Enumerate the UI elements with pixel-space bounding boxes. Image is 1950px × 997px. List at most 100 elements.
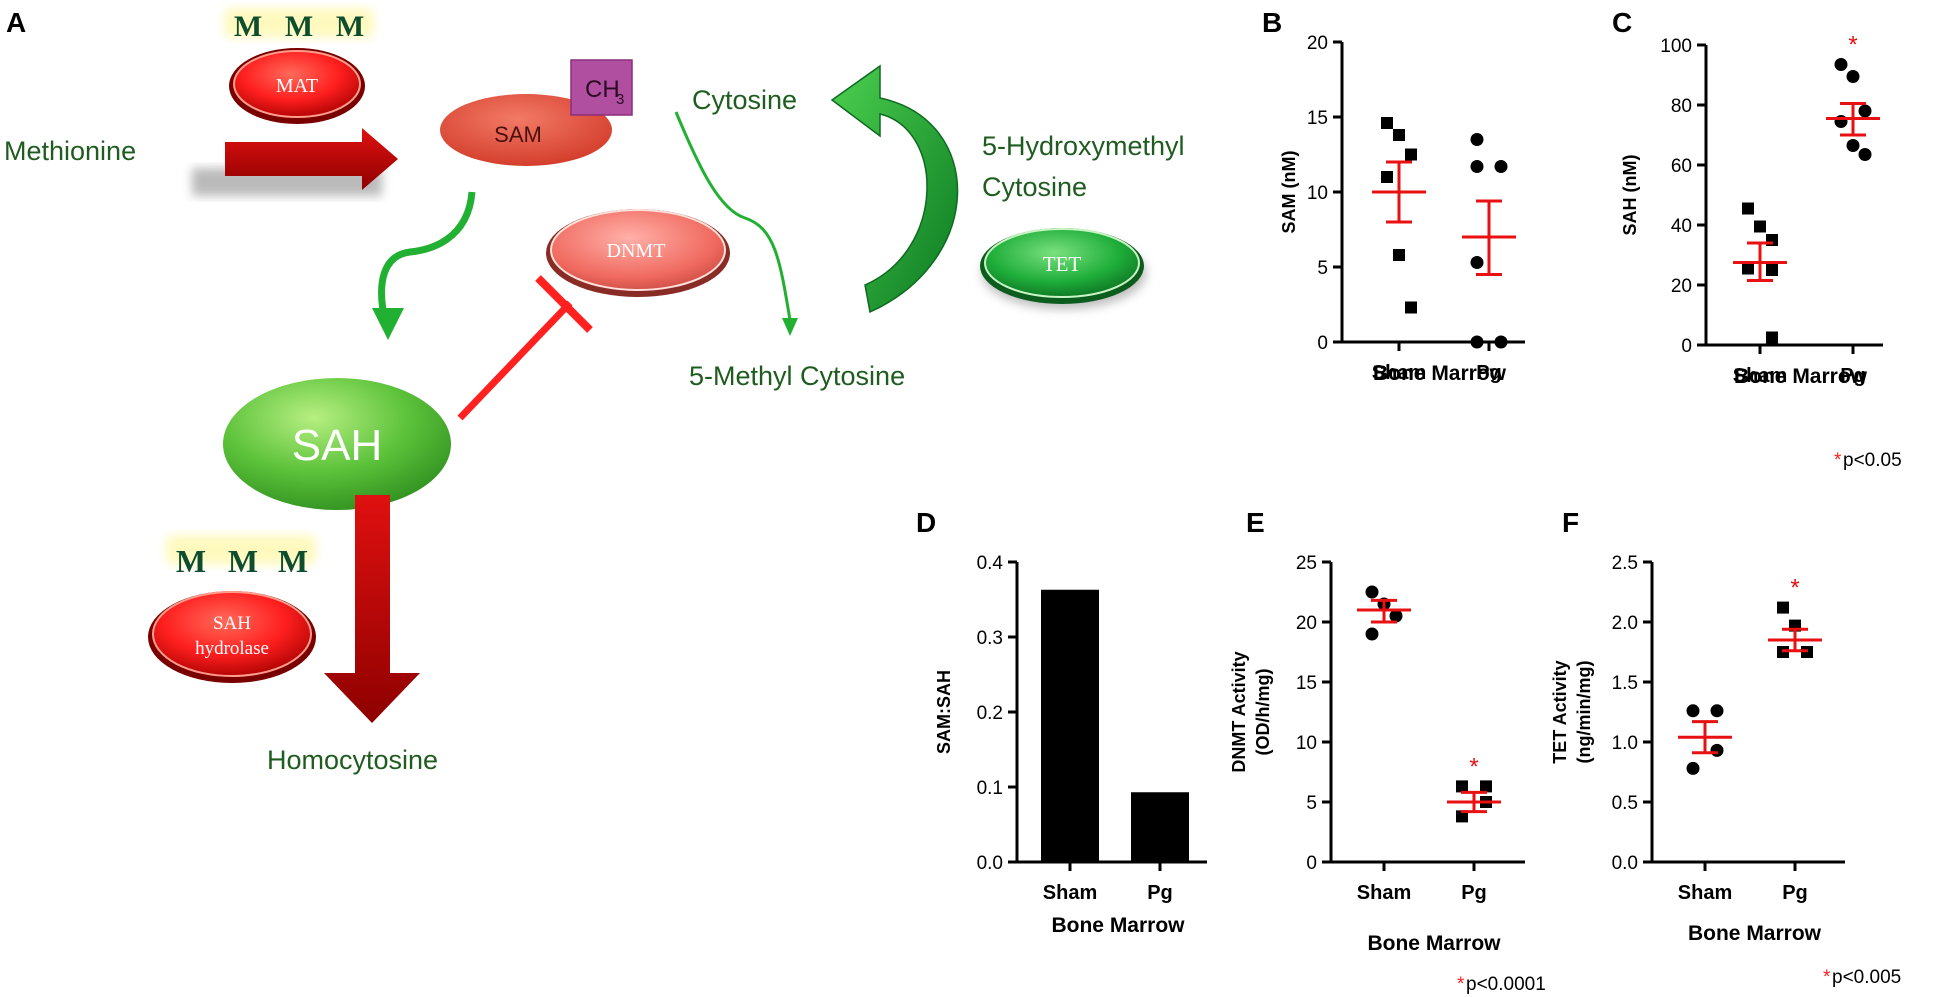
footnote-star: * <box>1457 974 1465 995</box>
methionine-label: Methionine <box>4 136 136 166</box>
sah-hydrolase-enzyme: SAH hydrolase <box>148 591 316 683</box>
data-point <box>1389 609 1403 623</box>
data-point <box>1766 331 1778 344</box>
data-point <box>1381 117 1393 129</box>
data-point <box>1494 160 1508 173</box>
m-letter: M <box>176 543 206 579</box>
panel-label-f: F <box>1562 507 1579 538</box>
y-axis-title: TET Activity <box>1550 660 1570 763</box>
panel-label-d: D <box>916 507 936 538</box>
data-point <box>1846 70 1860 83</box>
x-axis-title: Bone Marrow <box>1688 922 1822 945</box>
data-point <box>1834 58 1848 71</box>
x-tick-label: Pg <box>1782 882 1808 904</box>
data-point <box>1456 810 1468 823</box>
x-tick-label: Sham <box>1678 882 1732 904</box>
data-point <box>1766 264 1778 276</box>
sam-body <box>440 94 612 166</box>
panel-label-e: E <box>1246 507 1265 538</box>
tet-label: TET <box>1043 252 1082 276</box>
significance-star: * <box>1848 32 1857 59</box>
y-tick-label: 25 <box>1296 553 1317 574</box>
footnote-star: * <box>1823 967 1831 988</box>
y-tick-label: 0.5 <box>1612 793 1638 814</box>
y-tick-label: 60 <box>1671 156 1692 177</box>
x-tick-label: Pg <box>1476 362 1502 384</box>
y-axis-title: SAM (nM) <box>1279 151 1299 234</box>
sah-label: SAH <box>292 421 382 470</box>
x-axis-title: Bone Marrow <box>1051 914 1185 937</box>
y-tick-label: 0.3 <box>977 628 1003 649</box>
y-tick-label: 10 <box>1307 183 1328 204</box>
x-tick-label: Sham <box>1357 882 1411 904</box>
y-tick-label: 20 <box>1307 33 1328 54</box>
mmm-bottom-glow <box>166 535 316 565</box>
x-tick-label: Pg <box>1147 882 1173 904</box>
footnote-star: * <box>1834 450 1842 471</box>
data-point <box>1480 780 1492 793</box>
x-tick-label: Pg <box>1840 365 1866 387</box>
x-axis-title: Bone Marrow <box>1367 932 1501 955</box>
y-tick-label: 80 <box>1671 96 1692 117</box>
y-tick-label: 20 <box>1671 276 1692 297</box>
data-point <box>1686 761 1700 775</box>
y-axis-title: SAH (nM) <box>1620 155 1640 236</box>
x-tick-label: Sham <box>1043 882 1097 904</box>
arrow-sam-to-sah <box>378 191 476 326</box>
y-tick-label: 0.2 <box>977 703 1003 724</box>
data-point <box>1858 148 1872 161</box>
hmc-label-line1: 5-Hydroxymethyl <box>982 131 1185 161</box>
dnmt-body <box>550 209 726 291</box>
x-tick-label: Pg <box>1461 882 1487 904</box>
data-point <box>1405 148 1417 161</box>
mmm-bottom: M M M <box>166 535 316 579</box>
y-tick-label: 0 <box>1317 333 1328 354</box>
data-point <box>1365 627 1379 641</box>
sah-body <box>223 378 451 510</box>
tet-enzyme: TET <box>980 228 1146 309</box>
y-tick-label: 15 <box>1296 673 1317 694</box>
data-point <box>1686 704 1700 718</box>
methyl-cytosine-label: 5-Methyl Cytosine <box>689 361 905 391</box>
sah-hydrolase-label-2: hydrolase <box>195 638 269 659</box>
m-letter: M <box>278 543 308 579</box>
sam-label: SAM <box>494 122 542 147</box>
red-arrow-methionine <box>192 128 398 196</box>
arrow-cytosine-to-methyl-head <box>782 318 798 336</box>
data-point <box>1846 139 1860 152</box>
m-letter: M <box>285 10 313 43</box>
y-tick-label: 15 <box>1307 108 1328 129</box>
bar <box>1131 792 1189 862</box>
m-letter: M <box>336 10 364 43</box>
footnote-bc: * p<0.05 <box>1834 450 1902 471</box>
footnote-text: p<0.0001 <box>1466 974 1546 995</box>
y-axis-title: DNMT Activity <box>1229 651 1249 772</box>
data-point <box>1456 780 1468 793</box>
cytosine-label: Cytosine <box>692 85 797 115</box>
y-tick-label: 40 <box>1671 216 1692 237</box>
y-axis-title: (ng/min/mg) <box>1574 661 1594 764</box>
y-tick-label: 1.5 <box>1612 673 1638 694</box>
red-arrow-sah-to-homocytosine <box>324 495 420 723</box>
mmm-top: M M M <box>224 8 374 43</box>
data-point <box>1777 601 1789 614</box>
data-point <box>1470 256 1484 269</box>
m-letter: M <box>228 543 258 579</box>
footnote-f: * p<0.005 <box>1823 967 1901 988</box>
bar <box>1041 589 1099 862</box>
sah-molecule: SAH <box>223 378 451 510</box>
y-tick-label: 5 <box>1306 793 1317 814</box>
data-point <box>1858 104 1872 118</box>
y-tick-label: 0 <box>1681 336 1692 357</box>
pathway-diagram: A M M M MAT Methionine SAM CH 3 <box>4 7 1185 775</box>
data-point <box>1710 743 1724 757</box>
data-point <box>1470 160 1484 173</box>
y-tick-label: 10 <box>1296 733 1317 754</box>
sah-hydrolase-label-1: SAH <box>213 613 251 634</box>
ch3-label: CH <box>585 76 620 103</box>
ch3-box <box>570 59 633 116</box>
